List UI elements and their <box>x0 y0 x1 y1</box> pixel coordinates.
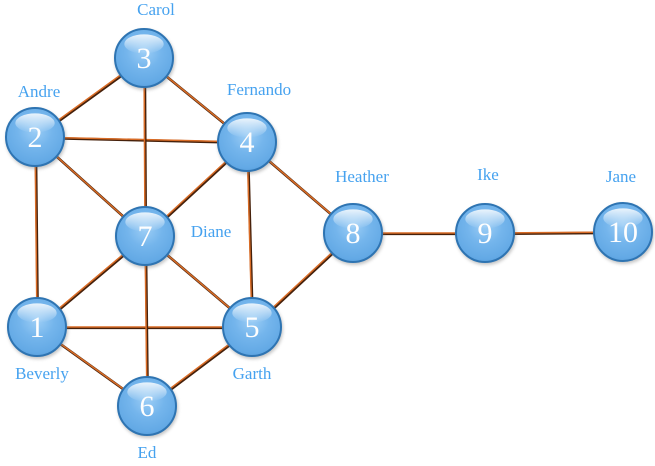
node-label-heather: Heather <box>335 167 389 186</box>
edge-1-2 <box>34 136 40 330</box>
node-gloss-highlight <box>465 209 505 229</box>
edge-2-4 <box>34 136 250 145</box>
node-label-fernando: Fernando <box>227 80 291 99</box>
node-diane[interactable]: 7 <box>115 206 175 266</box>
edge-shadow-line <box>246 141 255 330</box>
node-beverly[interactable]: 1 <box>7 297 67 357</box>
edge-line <box>34 136 38 328</box>
node-jane[interactable]: 10 <box>593 202 653 262</box>
edge-shadow-line <box>34 136 250 145</box>
node-gloss-highlight <box>603 208 643 228</box>
edge-line <box>34 136 248 143</box>
node-label-andre: Andre <box>18 82 60 101</box>
node-gloss-highlight <box>124 34 164 54</box>
node-heather[interactable]: 8 <box>323 203 383 263</box>
node-gloss-highlight <box>125 212 165 232</box>
node-label-beverly: Beverly <box>15 364 69 383</box>
node-carol[interactable]: 3 <box>114 28 174 88</box>
edge-4-5 <box>246 141 255 330</box>
edge-line <box>246 141 253 328</box>
node-gloss-highlight <box>127 382 167 402</box>
edge-shadow-line <box>34 136 40 330</box>
node-label-jane: Jane <box>606 167 636 186</box>
node-label-carol: Carol <box>137 0 175 19</box>
node-gloss-highlight <box>17 303 57 323</box>
node-andre[interactable]: 2 <box>5 107 65 167</box>
node-label-ed: Ed <box>138 443 157 462</box>
node-label-ike: Ike <box>477 165 499 184</box>
node-ike[interactable]: 9 <box>455 203 515 263</box>
node-fernando[interactable]: 4 <box>217 112 277 172</box>
node-label-garth: Garth <box>233 364 272 383</box>
node-ed[interactable]: 6 <box>117 376 177 436</box>
node-label-diane: Diane <box>191 222 232 241</box>
edge-1-5 <box>36 326 255 330</box>
node-gloss-highlight <box>15 113 55 133</box>
node-gloss-highlight <box>227 118 267 138</box>
node-gloss-highlight <box>232 303 272 323</box>
node-gloss-highlight <box>333 209 373 229</box>
node-garth[interactable]: 5 <box>222 297 282 357</box>
